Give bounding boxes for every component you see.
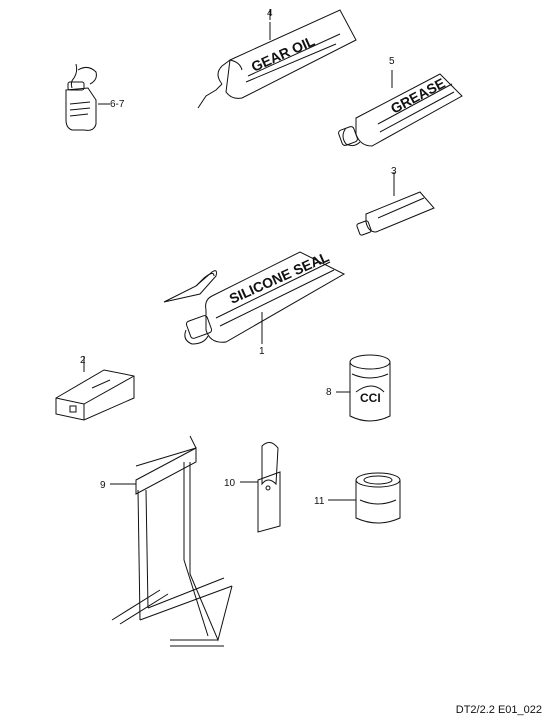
short-can xyxy=(328,472,401,524)
oil-bottle xyxy=(65,63,110,131)
callout-4: 4 xyxy=(267,8,273,19)
motor-stand xyxy=(110,435,233,647)
callout-1: 1 xyxy=(259,346,265,357)
grease-label: GREASE xyxy=(388,75,448,117)
callout-8: 8 xyxy=(326,387,332,398)
callout-11: 11 xyxy=(314,496,325,507)
grease-tube xyxy=(338,70,463,147)
gear-oil-label: GEAR OIL xyxy=(249,32,318,74)
pouch-tool xyxy=(240,442,281,533)
callout-2: 2 xyxy=(80,355,86,366)
callout-3: 3 xyxy=(391,166,397,177)
callout-10: 10 xyxy=(224,478,236,489)
small-tube xyxy=(356,172,435,236)
block-item xyxy=(55,356,135,421)
diagram-reference: DT2/2.2 E01_022 xyxy=(455,704,542,716)
callout-9: 9 xyxy=(100,480,106,491)
silicone-seal-tube xyxy=(163,251,346,345)
silicone-seal-label: SILICONE SEAL xyxy=(227,248,332,306)
can-label: CCI xyxy=(360,391,381,405)
callout-6-7: 6-7 xyxy=(110,99,125,110)
callout-5: 5 xyxy=(389,56,395,67)
tall-can xyxy=(336,354,391,422)
gear-oil-tube xyxy=(197,9,357,109)
